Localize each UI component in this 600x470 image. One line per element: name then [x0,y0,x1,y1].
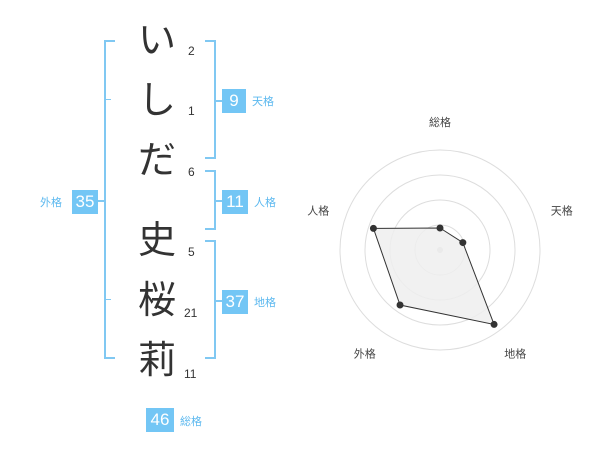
tenkaku-bracket-vertical [214,40,216,159]
jinkaku-label: 人格 [254,196,276,209]
tenkaku-bracket-bottom [205,157,216,159]
name-char-1: い [137,18,176,62]
chikaku-label: 地格 [254,296,276,309]
chikaku-value-badge: 37 [222,290,248,314]
gaikaku-bracket-bottom [104,357,115,359]
radar-point-0 [436,224,444,232]
jinkaku-bracket-top [205,170,216,172]
radar-ring-3 [364,174,516,326]
stroke-count-1: 2 [188,44,195,58]
stroke-count-2: 1 [188,104,195,118]
tenkaku-bracket-top [205,40,216,42]
radar-polygon [372,227,495,326]
radar-axis-label-1: 天格 [551,203,573,217]
stroke-count-5: 21 [184,306,198,320]
gaikaku-label: 外格 [40,196,62,209]
gaikaku-bracket-top [104,40,115,42]
radar-axis-label-4: 人格 [307,203,329,217]
tenkaku-connector [214,100,222,102]
name-char-5: 桜 [137,278,176,322]
soukaku-value-badge: 46 [146,408,174,432]
stroke-count-4: 5 [188,245,195,259]
radar-point-1 [459,239,467,247]
radar-axis-label-3: 外格 [354,347,376,361]
chikaku-connector [214,300,222,302]
name-char-6: 莉 [137,338,176,382]
tenkaku-value-badge: 9 [222,89,246,113]
gaikaku-tick-1 [104,99,111,100]
name-char-4: 史 [137,218,176,262]
name-char-2: し [137,78,176,122]
gaikaku-value-badge: 35 [72,190,98,214]
jinkaku-value-badge: 11 [222,190,248,214]
chikaku-bracket-vertical [214,240,216,359]
chikaku-bracket-top [205,240,216,242]
chikaku-bracket-bottom [205,357,216,359]
gaikaku-bracket-vertical [104,40,106,359]
name-char-3: だ [137,138,176,182]
radar-ring-4 [339,149,541,351]
radar-point-2 [490,320,498,328]
radar-axis-label-2: 地格 [504,347,526,361]
tenkaku-label: 天格 [252,95,274,108]
radar-shape [369,224,498,328]
stroke-count-3: 6 [188,165,195,179]
gaikaku-tick-2 [104,299,111,300]
radar-axis-label-0: 総格 [429,115,451,129]
radar-point-3 [396,301,404,309]
stroke-count-6: 11 [184,367,197,381]
jinkaku-bracket-bottom [205,228,216,230]
jinkaku-connector [214,200,222,202]
soukaku-label: 総格 [180,415,202,428]
radar-point-4 [369,224,377,232]
gaikaku-connector [96,200,105,202]
